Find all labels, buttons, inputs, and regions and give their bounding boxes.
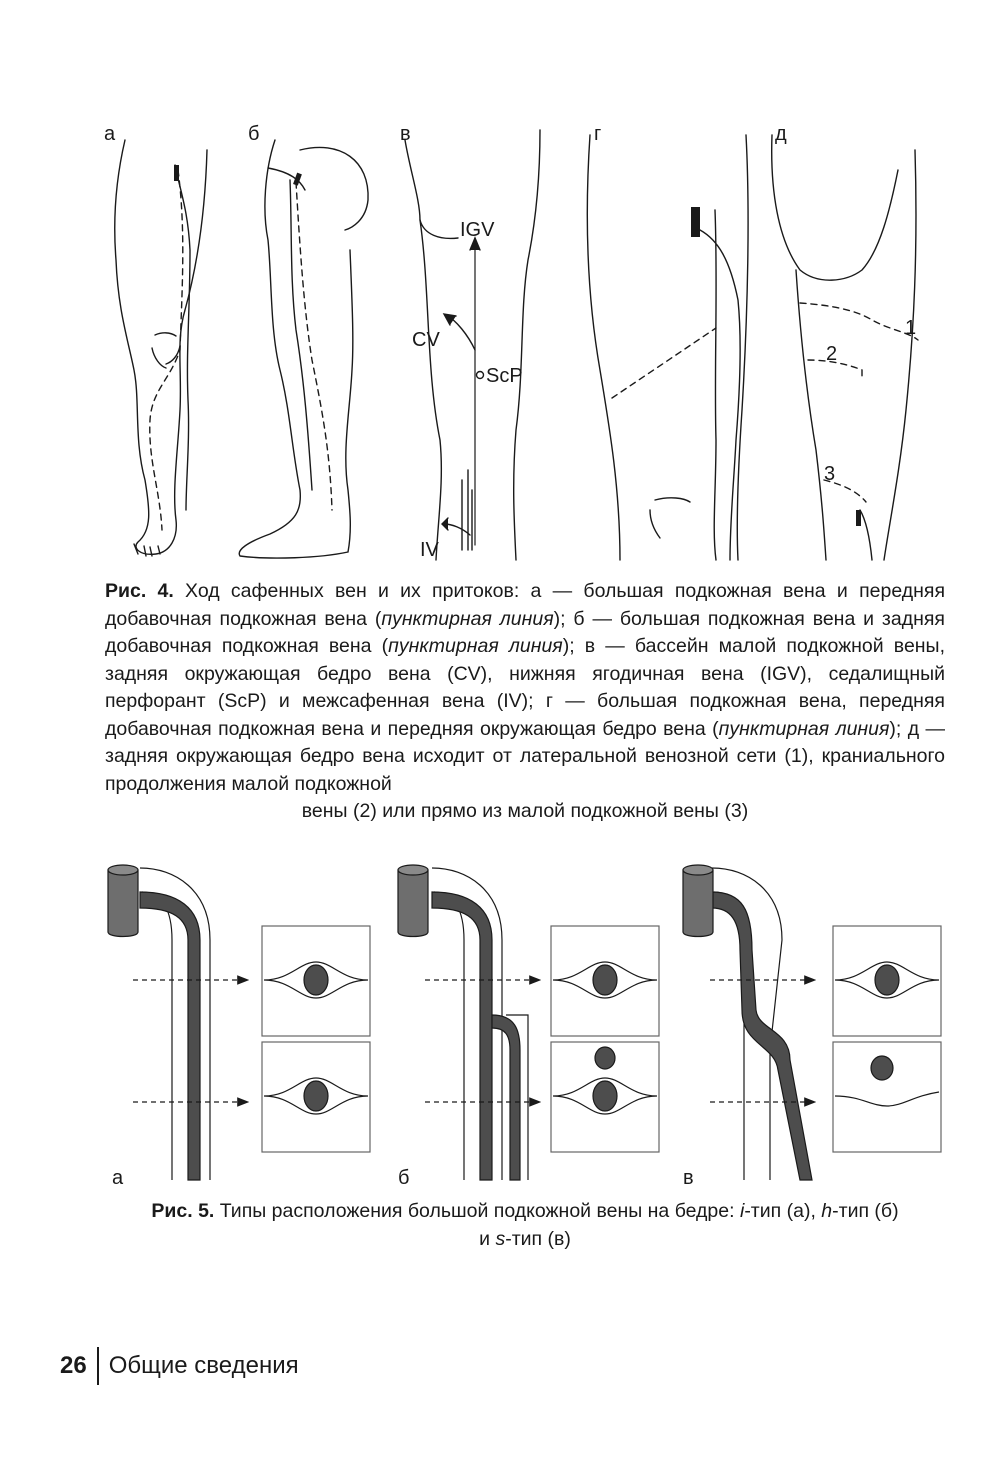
label-igv: IGV bbox=[460, 219, 495, 241]
fig4-panel-label-d: г bbox=[594, 123, 601, 145]
figure-5-drawing: а б в bbox=[0, 850, 1000, 1195]
vein-panel-b bbox=[398, 865, 659, 1180]
label-1: 1 bbox=[905, 317, 916, 339]
section-title: Общие сведения bbox=[109, 1352, 299, 1380]
label-2: 2 bbox=[826, 343, 837, 365]
leg-panel-d bbox=[587, 135, 748, 560]
label-3: 3 bbox=[824, 463, 835, 485]
fig4-panel-label-c: в bbox=[400, 123, 411, 145]
footer-divider bbox=[97, 1347, 99, 1385]
caption-text: и bbox=[479, 1228, 495, 1250]
caption-italic: h bbox=[821, 1200, 832, 1222]
caption-italic: пунктирная линия bbox=[719, 718, 890, 740]
fig4-panel-label-a: а bbox=[104, 123, 116, 145]
figure-5-caption: Рис. 5. Типы расположения большой подкож… bbox=[105, 1198, 945, 1253]
leg-panel-e bbox=[772, 135, 918, 560]
fig5-panel-label-a: а bbox=[112, 1167, 124, 1189]
caption-text: -тип (а), bbox=[744, 1200, 821, 1222]
fig4-panel-label-b: б bbox=[248, 123, 259, 145]
caption-last-line: вены (2) или прямо из малой подкожной ве… bbox=[105, 798, 945, 826]
caption-italic: пунктирная линия bbox=[388, 635, 563, 657]
figure-5-label: Рис. 5. bbox=[151, 1200, 214, 1222]
caption-text: Типы расположения большой подкожной вены… bbox=[214, 1200, 740, 1222]
figure-4-label: Рис. 4. bbox=[105, 580, 174, 602]
vein-panel-c bbox=[683, 865, 941, 1180]
fig5-panel-label-b: б bbox=[398, 1167, 409, 1189]
fig4-panel-label-e: д bbox=[775, 123, 787, 145]
figure-5-illustration: а б в bbox=[0, 850, 1000, 1195]
caption-text: -тип (в) bbox=[505, 1228, 571, 1250]
page-number: 26 bbox=[60, 1352, 97, 1380]
label-cv: CV bbox=[412, 329, 440, 351]
figure-4-caption: Рис. 4. Ход сафенных вен и их притоков: … bbox=[105, 578, 945, 826]
vein-panel-a bbox=[108, 865, 370, 1180]
label-iv: IV bbox=[420, 539, 440, 561]
page-footer: 26 Общие сведения bbox=[60, 1346, 299, 1386]
figure-4-illustration: а б в г д IGV CV ScP IV 1 2 3 bbox=[0, 110, 1000, 570]
leg-panel-a bbox=[115, 140, 207, 556]
fig5-panel-label-c: в bbox=[683, 1167, 694, 1189]
caption-italic: пунктирная линия bbox=[381, 608, 553, 630]
figure-4-drawing: а б в г д IGV CV ScP IV 1 2 3 bbox=[0, 110, 1000, 570]
caption-text: -тип (б) bbox=[832, 1200, 898, 1222]
label-scp: ScP bbox=[486, 365, 523, 387]
leg-panel-b bbox=[239, 140, 368, 558]
caption-italic: s bbox=[495, 1228, 505, 1250]
